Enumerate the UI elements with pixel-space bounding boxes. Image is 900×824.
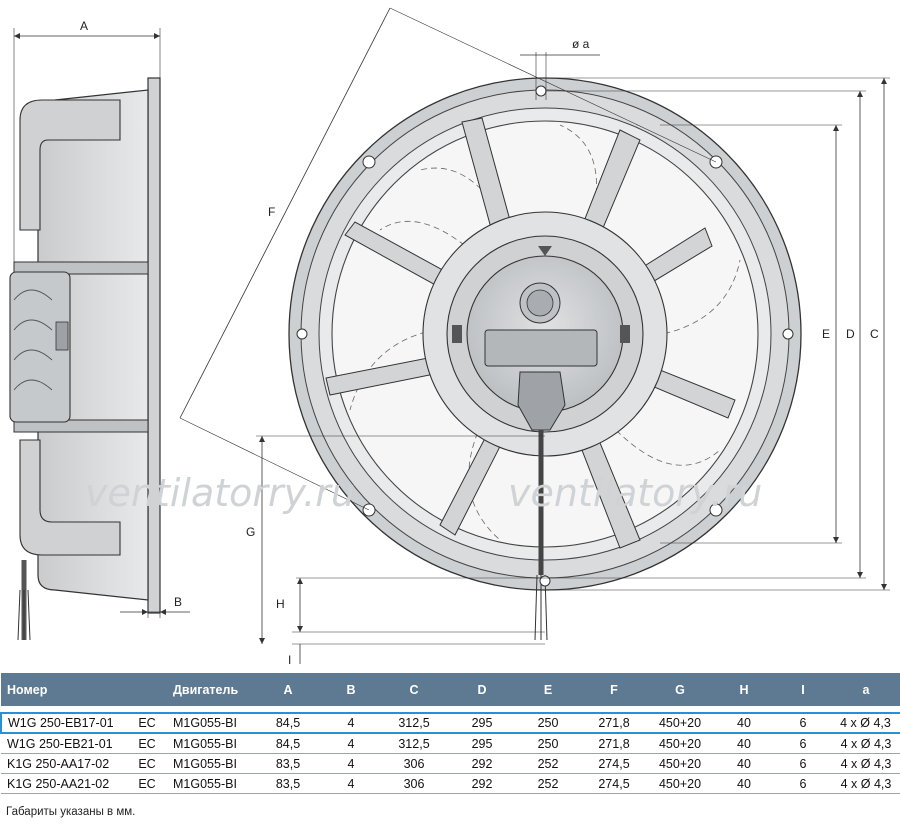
cell-c: 306 — [379, 753, 449, 774]
cell-h: 40 — [713, 733, 775, 754]
cell-i: 6 — [775, 712, 831, 734]
cell-f: 274,5 — [581, 753, 647, 774]
cell-motor: M1G055-BI — [167, 733, 253, 754]
watermark-right: ventilatory.ru — [508, 471, 762, 515]
dim-label-a: A — [80, 19, 88, 33]
cell-d: 292 — [449, 773, 515, 794]
cell-f: 271,8 — [581, 733, 647, 754]
cell-type: EC — [127, 712, 167, 734]
cell-i: 6 — [775, 773, 831, 794]
cell-a: 83,5 — [253, 753, 323, 774]
cell-g: 450+20 — [647, 733, 713, 754]
header-g: G — [647, 673, 713, 706]
cell-motor: M1G055-BI — [167, 773, 253, 794]
fan-technical-drawing: A B — [9, 7, 890, 667]
cell-d: 295 — [449, 712, 515, 734]
cell-c: 306 — [379, 773, 449, 794]
cell-e: 250 — [515, 712, 581, 734]
cell-a: 84,5 — [253, 733, 323, 754]
header-motor: Двигатель — [167, 673, 253, 706]
cell-a: 83,5 — [253, 773, 323, 794]
cell-b: 4 — [323, 733, 379, 754]
header-h: H — [713, 673, 775, 706]
header-d: D — [449, 673, 515, 706]
table-row[interactable]: W1G 250-EB17-01 EC M1G055-BI 84,5 4 312,… — [0, 712, 900, 734]
cell-motor: M1G055-BI — [167, 753, 253, 774]
specifications-table: Номер Двигатель A B C D E F G H I a W1G … — [0, 673, 900, 794]
cell-b: 4 — [323, 753, 379, 774]
cell-e: 250 — [515, 733, 581, 754]
dim-label-d: D — [846, 327, 855, 341]
cell-i: 6 — [775, 753, 831, 774]
header-type — [127, 673, 167, 706]
header-e: E — [515, 673, 581, 706]
table-row[interactable]: W1G 250-EB21-01 EC M1G055-BI 84,5 4 312,… — [1, 733, 900, 754]
side-view: A B — [9, 19, 190, 641]
dim-label-e: E — [822, 327, 830, 341]
cell-d: 292 — [449, 753, 515, 774]
table-header-row: Номер Двигатель A B C D E F G H I a — [1, 673, 900, 706]
dim-label-oa: ø a — [572, 37, 590, 51]
cell-number: W1G 250-EB21-01 — [1, 733, 127, 754]
header-i: I — [775, 673, 831, 706]
cell-type: EC — [127, 753, 167, 774]
dim-label-f: F — [268, 205, 275, 219]
dim-label-c: C — [870, 327, 879, 341]
dim-label-b: B — [174, 595, 182, 609]
cell-type: EC — [127, 773, 167, 794]
cell-g: 450+20 — [647, 712, 713, 734]
cell-motor: M1G055-BI — [167, 712, 253, 734]
table-row[interactable]: K1G 250-AA17-02 EC M1G055-BI 83,5 4 306 … — [1, 753, 900, 774]
header-c: C — [379, 673, 449, 706]
cell-hole: 4 x Ø 4,3 — [831, 712, 900, 734]
cell-c: 312,5 — [379, 733, 449, 754]
cell-d: 295 — [449, 733, 515, 754]
cell-hole: 4 x Ø 4,3 — [831, 773, 900, 794]
cell-f: 274,5 — [581, 773, 647, 794]
cell-f: 271,8 — [581, 712, 647, 734]
dim-label-g: G — [246, 525, 255, 539]
cell-b: 4 — [323, 773, 379, 794]
cell-a: 84,5 — [253, 712, 323, 734]
cell-e: 252 — [515, 753, 581, 774]
dim-label-i: I — [288, 653, 291, 667]
header-number: Номер — [1, 673, 127, 706]
cell-h: 40 — [713, 773, 775, 794]
header-a: A — [253, 673, 323, 706]
cell-h: 40 — [713, 753, 775, 774]
dim-label-h: H — [276, 597, 285, 611]
header-b: B — [323, 673, 379, 706]
table-row[interactable]: K1G 250-AA21-02 EC M1G055-BI 83,5 4 306 … — [1, 773, 900, 794]
cell-i: 6 — [775, 733, 831, 754]
cell-b: 4 — [323, 712, 379, 734]
cell-hole: 4 x Ø 4,3 — [831, 733, 900, 754]
dimensions-footnote: Габариты указаны в мм. — [6, 806, 136, 818]
cell-h: 40 — [713, 712, 775, 734]
header-hole: a — [831, 673, 900, 706]
header-f: F — [581, 673, 647, 706]
cell-number: K1G 250-AA17-02 — [1, 753, 127, 774]
cell-hole: 4 x Ø 4,3 — [831, 753, 900, 774]
cell-number: W1G 250-EB17-01 — [0, 712, 127, 734]
cell-number: K1G 250-AA21-02 — [1, 773, 127, 794]
cell-c: 312,5 — [379, 712, 449, 734]
front-view: F ø a E D C G H — [179, 7, 890, 667]
cell-g: 450+20 — [647, 753, 713, 774]
watermark-left: ventilatorry.ru — [85, 471, 355, 515]
cell-g: 450+20 — [647, 773, 713, 794]
cell-e: 252 — [515, 773, 581, 794]
cell-type: EC — [127, 733, 167, 754]
